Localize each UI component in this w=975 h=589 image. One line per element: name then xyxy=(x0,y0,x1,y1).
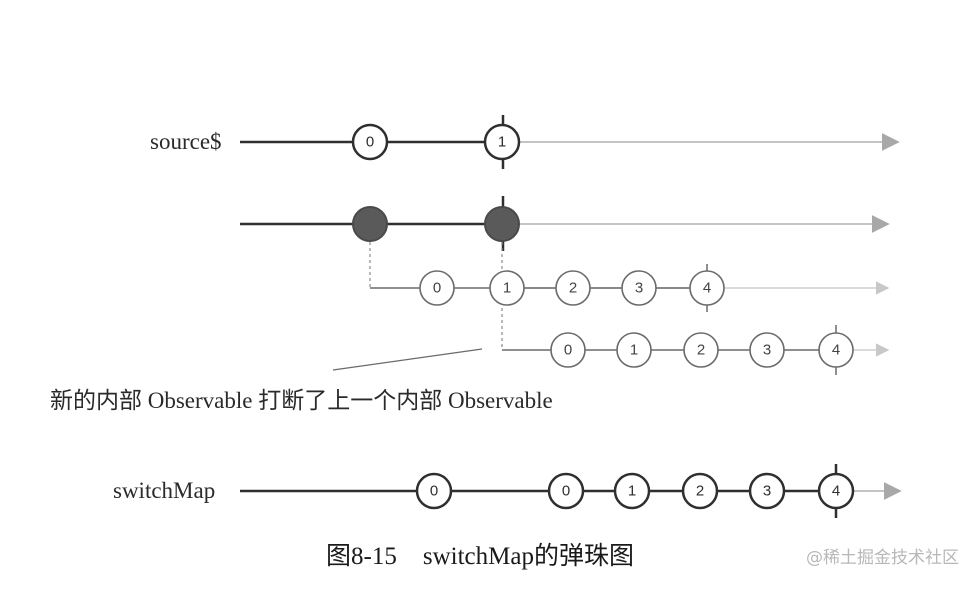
switchmap-marble-2: 1 xyxy=(613,472,651,510)
inner2-marble-3-value: 3 xyxy=(763,342,771,359)
switchmap-stream-label: switchMap xyxy=(113,478,216,503)
inner1-marble-2: 2 xyxy=(555,270,591,306)
inner2-marble-0: 0 xyxy=(550,332,586,368)
source-stream-label: source$ xyxy=(150,129,222,154)
switchmap-marble-0: 0 xyxy=(415,472,453,510)
inner1-marble-4-value: 4 xyxy=(703,280,711,297)
switchmap-marble-1-value: 0 xyxy=(562,483,570,500)
inner-observable-marble-1 xyxy=(352,206,388,242)
watermark: @稀土掘金技术社区 xyxy=(806,548,959,568)
switchmap-marble-4: 3 xyxy=(748,472,786,510)
source-marble-0: 0 xyxy=(351,123,389,161)
switchmap-marble-3: 2 xyxy=(681,472,719,510)
switchmap-marble-0-value: 0 xyxy=(430,483,438,500)
inner2-marble-1-value: 1 xyxy=(630,342,638,359)
projection-stream xyxy=(240,196,890,251)
source-marble-1-value: 1 xyxy=(498,134,506,151)
inner1-marble-1-value: 1 xyxy=(503,280,511,297)
annotation-text: 新的内部 Observable 打断了上一个内部 Observable xyxy=(50,388,553,413)
inner-stream-1: 0 1 2 3 4 xyxy=(370,264,890,312)
source-marble-0-value: 0 xyxy=(366,134,374,151)
switchmap-marble-3-value: 2 xyxy=(696,483,704,500)
inner2-marble-1: 1 xyxy=(616,332,652,368)
inner1-marble-4: 4 xyxy=(689,270,725,306)
source-marble-1: 1 xyxy=(483,123,521,161)
inner2-marble-4-value: 4 xyxy=(832,342,840,359)
inner2-marble-2: 2 xyxy=(683,332,719,368)
inner1-marble-1: 1 xyxy=(489,270,525,306)
figure-title: switchMap的弹珠图 xyxy=(422,543,634,570)
source-stream: 0 1 xyxy=(240,115,900,169)
annotation-pointer-line xyxy=(332,348,483,371)
inner2-marble-3: 3 xyxy=(749,332,785,368)
inner1-marble-3-value: 3 xyxy=(635,280,643,297)
inner2-marble-4: 4 xyxy=(818,332,854,368)
switchmap-marble-5-value: 4 xyxy=(832,483,840,500)
switchmap-stream: 0 0 1 2 3 4 xyxy=(240,464,902,518)
inner-observable-marble-2 xyxy=(484,206,520,242)
inner1-marble-0: 0 xyxy=(419,270,455,306)
inner2-marble-0-value: 0 xyxy=(564,342,572,359)
inner1-marble-0-value: 0 xyxy=(433,280,441,297)
figure-caption: 图8-15 switchMap的弹珠图 xyxy=(0,544,960,569)
switchmap-marble-1: 0 xyxy=(547,472,585,510)
inner-stream-2: 0 1 2 3 4 xyxy=(502,325,890,375)
switchmap-marble-4-value: 3 xyxy=(763,483,771,500)
switchmap-marble-2-value: 1 xyxy=(628,483,636,500)
inner2-marble-2-value: 2 xyxy=(697,342,705,359)
switchmap-marble-5: 4 xyxy=(817,472,855,510)
inner1-marble-3: 3 xyxy=(621,270,657,306)
figure-number: 图8-15 xyxy=(326,543,397,570)
inner1-marble-2-value: 2 xyxy=(569,280,577,297)
